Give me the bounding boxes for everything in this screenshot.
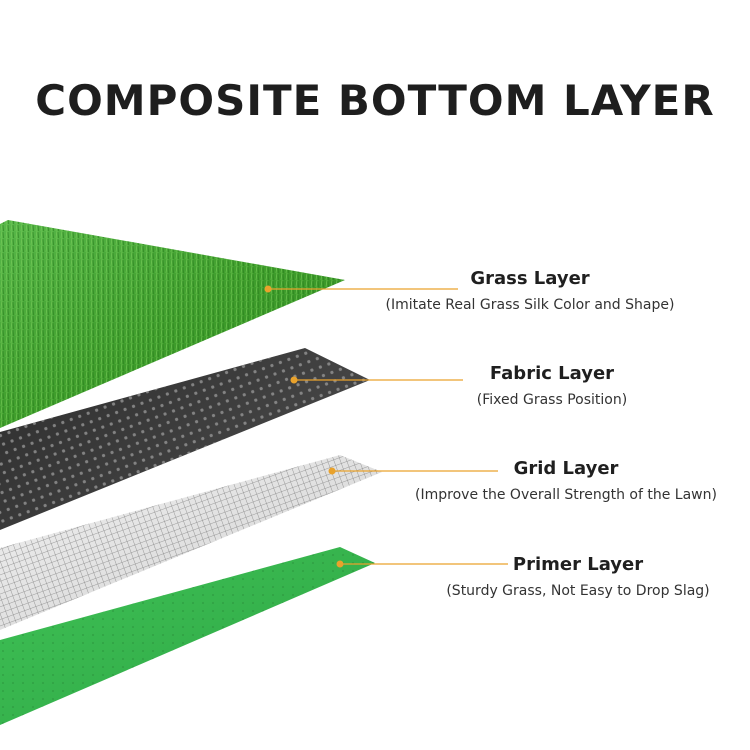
grid-leader <box>328 467 498 475</box>
fabric-leader <box>290 376 463 384</box>
grass-marker-dot <box>264 285 272 293</box>
layer-description: (Sturdy Grass, Not Easy to Drop Slag) <box>446 583 710 599</box>
grid-marker-dot <box>328 467 336 475</box>
primer-layer-sheet <box>0 547 375 725</box>
page-title: COMPOSITE BOTTOM LAYER <box>35 76 715 125</box>
fabric-layer-label: Fabric Layer (Fixed Grass Position) <box>452 363 652 408</box>
primer-layer-label: Primer Layer (Sturdy Grass, Not Easy to … <box>426 554 730 599</box>
layer-name: Primer Layer <box>512 554 644 575</box>
grass-leader <box>264 285 458 293</box>
grass-layer-sheet <box>0 220 345 428</box>
grid-layer-label: Grid Layer (Improve the Overall Strength… <box>388 458 744 503</box>
grid-layer-sheet <box>0 455 382 630</box>
layer-description: (Improve the Overall Strength of the Law… <box>415 487 717 503</box>
layer-name: Grass Layer <box>470 268 590 289</box>
grass-layer-label: Grass Layer (Imitate Real Grass Silk Col… <box>360 268 700 313</box>
layer-name: Fabric Layer <box>489 363 615 384</box>
fabric-marker-dot <box>290 376 298 384</box>
primer-leader <box>336 560 508 568</box>
layer-description: (Imitate Real Grass Silk Color and Shape… <box>385 297 675 313</box>
layer-description: (Fixed Grass Position) <box>476 392 628 408</box>
layer-name: Grid Layer <box>513 458 619 479</box>
fabric-layer-sheet <box>0 348 370 530</box>
primer-marker-dot <box>336 560 344 568</box>
